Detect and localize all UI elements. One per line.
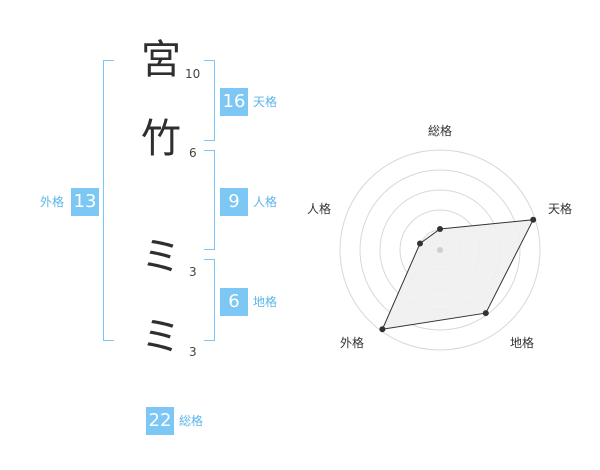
jinkaku-label: 人格 (253, 195, 278, 209)
radar-label-lower-left: 外格 (340, 336, 365, 350)
jinkaku-score: 9 (220, 188, 248, 216)
radar-ring (339, 149, 541, 351)
name-char-2: 竹 (141, 116, 181, 162)
radar-label-upper-right: 天格 (548, 202, 573, 216)
gaikaku-bracket (103, 60, 114, 341)
radar-point-tenkaku (530, 216, 537, 223)
tenkaku-label: 天格 (253, 95, 278, 109)
chikaku-score: 6 (220, 288, 248, 316)
gaikaku-score: 13 (71, 188, 99, 216)
radar-points (379, 216, 537, 333)
tenkaku-bracket (204, 60, 215, 141)
chikaku-bracket (204, 259, 215, 341)
soukaku-label: 総格 (179, 414, 204, 428)
gaikaku-label: 外格 (40, 195, 65, 209)
radar-point-jinkaku (417, 240, 423, 247)
radar-label-upper-left: 人格 (307, 202, 332, 216)
radar-point-chikaku (482, 310, 489, 317)
radar-center-dot (437, 247, 443, 253)
name-char-4: ミ (141, 314, 181, 360)
stroke-count-3: 3 (189, 265, 197, 279)
jinkaku-bracket (204, 150, 215, 250)
radar-ring (359, 169, 521, 331)
stroke-count-1: 10 (185, 67, 201, 81)
stroke-count-2: 6 (189, 146, 197, 160)
name-char-1: 宮 (141, 37, 181, 83)
radar-polygon (381, 219, 535, 330)
radar-label-lower-right: 地格 (510, 336, 535, 350)
soukaku-score: 22 (146, 407, 174, 435)
stroke-count-4: 3 (189, 345, 197, 359)
radar-point-gaikaku (379, 326, 386, 333)
radar-point-soukaku (437, 226, 443, 232)
name-char-3: ミ (141, 234, 181, 280)
chikaku-label: 地格 (253, 295, 278, 309)
tenkaku-score: 16 (220, 88, 248, 116)
radar-label-top: 総格 (428, 124, 453, 138)
